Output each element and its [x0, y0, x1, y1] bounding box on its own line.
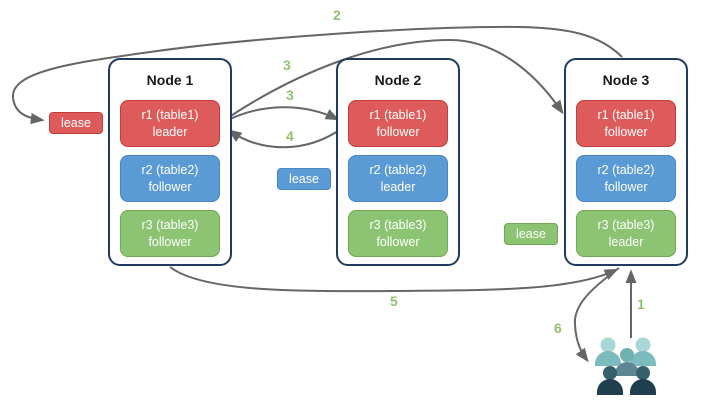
node-2-replica-r1: r1 (table1) follower: [348, 100, 448, 147]
step-label-6: 6: [554, 320, 562, 336]
step-label-1: 1: [637, 296, 645, 312]
replica-name: r2 (table2): [141, 163, 199, 178]
replica-name: r3 (table3): [141, 218, 199, 233]
arrow-step4-node2-to-node1: [227, 128, 342, 149]
node-1: Node 1 r1 (table1) leader r2 (table2) fo…: [108, 58, 232, 266]
replica-role: leader: [608, 234, 644, 249]
lease-badge-r1: lease: [49, 112, 103, 134]
node-2: Node 2 r1 (table1) follower r2 (table2) …: [336, 58, 460, 266]
replica-role: follower: [604, 179, 648, 194]
node-1-replica-r1: r1 (table1) leader: [120, 100, 220, 147]
arrow-step2-node3-to-lease1: [11, 25, 623, 125]
step-label-4: 4: [286, 128, 294, 144]
replica-name: r1 (table1): [141, 108, 199, 123]
node-1-title: Node 1: [146, 72, 194, 88]
replica-name: r1 (table1): [597, 108, 655, 123]
step-label-3b: 3: [286, 87, 294, 103]
replica-role: follower: [376, 234, 420, 249]
replica-role: follower: [148, 234, 192, 249]
step-label-5: 5: [390, 293, 398, 309]
node-1-replica-r3: r3 (table3) follower: [120, 210, 220, 257]
replica-name: r2 (table2): [369, 163, 427, 178]
replica-role: follower: [148, 179, 192, 194]
node-3-title: Node 3: [602, 72, 650, 88]
replica-role: leader: [380, 179, 416, 194]
step-label-2: 2: [333, 7, 341, 23]
replica-role: follower: [376, 124, 420, 139]
arrow-step5-node1-to-node3: [169, 266, 619, 293]
node-2-replica-r3: r3 (table3) follower: [348, 210, 448, 257]
replica-name: r2 (table2): [597, 163, 655, 178]
arrow-step3-node1-to-node3: [225, 38, 564, 120]
node-2-title: Node 2: [374, 72, 422, 88]
node-3: Node 3 r1 (table1) follower r2 (table2) …: [564, 58, 688, 266]
node-3-replica-r3: r3 (table3) leader: [576, 210, 676, 257]
arrow-step6-node3-to-clients: [573, 267, 620, 363]
replica-name: r1 (table1): [369, 108, 427, 123]
replica-name: r3 (table3): [597, 218, 655, 233]
replica-role: follower: [604, 124, 648, 139]
node-3-replica-r2: r2 (table2) follower: [576, 155, 676, 202]
replica-role: leader: [152, 124, 188, 139]
node-3-replica-r1: r1 (table1) follower: [576, 100, 676, 147]
lease-badge-r3: lease: [504, 223, 558, 245]
replica-name: r3 (table3): [369, 218, 427, 233]
node-2-replica-r2: r2 (table2) leader: [348, 155, 448, 202]
lease-badge-r2: lease: [277, 168, 331, 190]
step-label-3a: 3: [283, 57, 291, 73]
node-1-replica-r2: r2 (table2) follower: [120, 155, 220, 202]
arrow-step3-node1-to-node2: [225, 106, 340, 122]
users-group-icon: [595, 337, 656, 395]
